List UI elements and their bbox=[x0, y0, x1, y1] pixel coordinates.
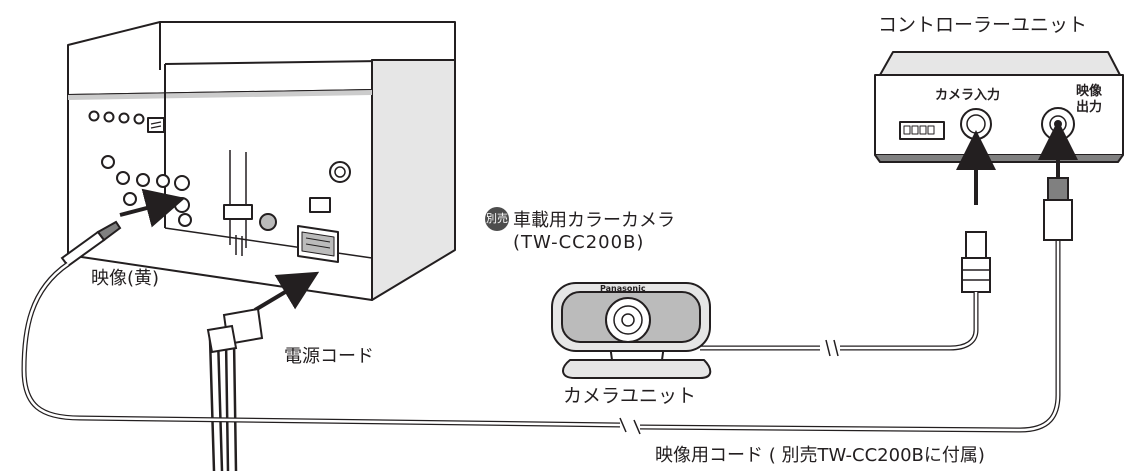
camera-input-label: カメラ入力 bbox=[935, 88, 1001, 103]
camera-model: (TW-CC200B) bbox=[513, 232, 645, 253]
video-output-label: 映像 出力 bbox=[1076, 84, 1102, 116]
controller-unit bbox=[874, 51, 1124, 163]
camera-unit-label: カメラユニット bbox=[563, 385, 697, 407]
power-cord-label: 電源コード bbox=[284, 346, 374, 367]
sold-separately-badge: 別売 bbox=[485, 207, 509, 231]
video-yellow-label: 映像(黄) bbox=[91, 268, 160, 289]
camera-unit bbox=[551, 282, 712, 379]
power-plug bbox=[206, 307, 264, 472]
head-unit bbox=[67, 21, 456, 301]
rca-plug-icon bbox=[60, 220, 122, 268]
video-output-line2: 出力 bbox=[1076, 100, 1103, 115]
cable-arrow-icon bbox=[119, 188, 320, 312]
din-plug-icon bbox=[961, 177, 1073, 293]
video-output-line1: 映像 bbox=[1076, 84, 1103, 99]
camera-title: 車載用カラーカメラ bbox=[513, 210, 675, 231]
camera-brand-label: Panasonic bbox=[600, 284, 646, 293]
controller-unit-label: コントローラーユニット bbox=[878, 14, 1088, 36]
video-cord-label: 映像用コード ( 別売TW-CC200Bに付属) bbox=[655, 445, 985, 466]
